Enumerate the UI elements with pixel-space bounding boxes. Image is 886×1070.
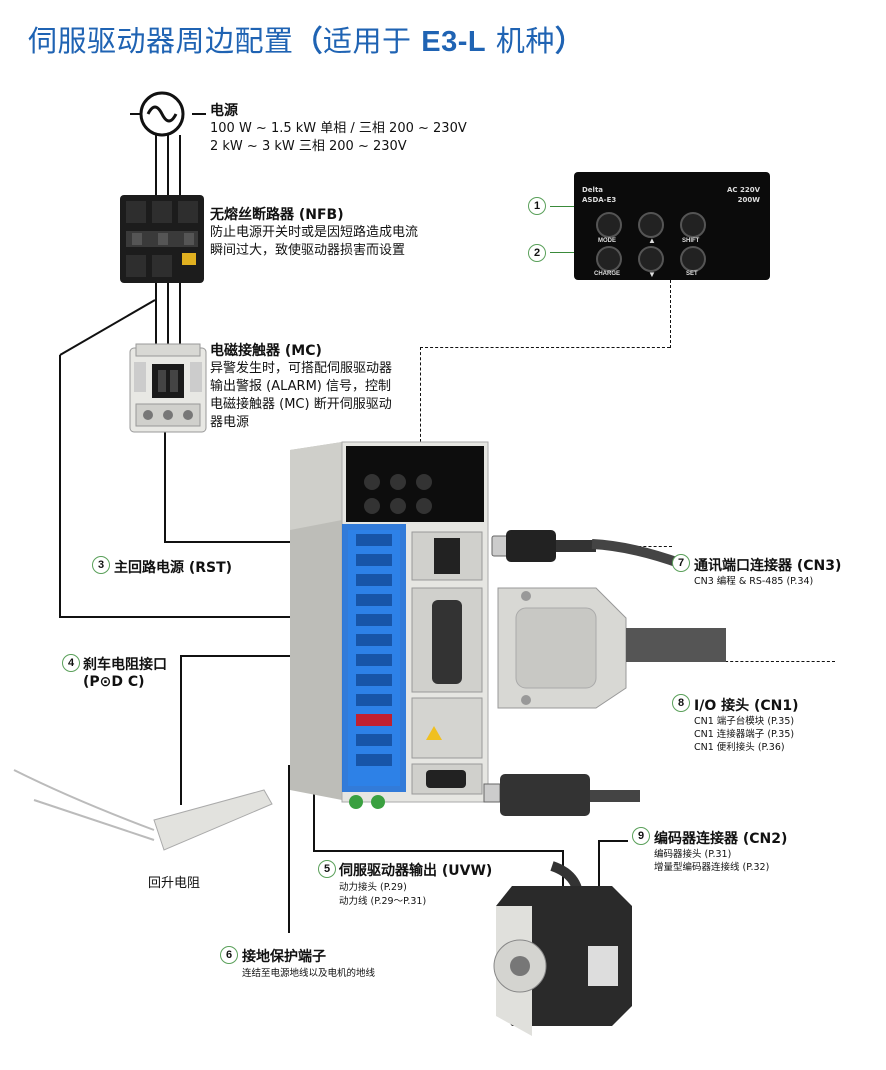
breaker-icon	[120, 195, 204, 283]
contactor-icon	[129, 343, 207, 433]
callout-8: 8	[672, 694, 690, 712]
callout-1: 1	[528, 197, 546, 215]
down-button[interactable]	[638, 246, 664, 272]
charge-indicator	[596, 246, 622, 272]
down-label: ▼	[648, 270, 656, 279]
ground-label: 接地保护端子	[242, 949, 326, 965]
regen-resistor-icon	[13, 769, 273, 851]
mc-label: 电磁接触器 (MC)	[210, 343, 322, 359]
power-line1: 100 W ~ 1.5 kW 单相 / 三相 200 ~ 230V	[210, 121, 467, 136]
mc-line2: 输出警报 (ALARM) 信号，控制	[210, 379, 391, 394]
cn1-sub3: CN1 便利接头 (P.36)	[694, 742, 785, 753]
panel-spec1: AC 220V	[726, 186, 760, 194]
set-button[interactable]	[680, 246, 706, 272]
cn3-connector-icon	[491, 530, 596, 562]
ground-sub1: 连结至电源地线以及电机的地线	[242, 968, 376, 979]
mode-button[interactable]	[596, 212, 622, 238]
cn1-connector-icon	[497, 587, 726, 709]
mc-info: 电磁接触器 (MC) 异警发生时，可搭配伺服驱动器 输出警报 (ALARM) 信…	[210, 340, 392, 432]
cn1-label: I/O 接头 (CN1)	[694, 698, 799, 714]
power-label: 电源	[210, 103, 238, 119]
power-line2: 2 kW ~ 3 kW 三相 200 ~ 230V	[210, 139, 407, 154]
brake-label: 刹车电阻接口	[83, 657, 167, 673]
uvw-sub2: 动力线 (P.29～P.31)	[339, 896, 427, 907]
callout-3: 3	[92, 556, 110, 574]
nfb-label: 无熔丝断路器 (NFB)	[210, 207, 344, 223]
panel-brand: Delta	[582, 186, 604, 194]
mc-line3: 电磁接触器 (MC) 断开伺服驱动	[210, 397, 392, 412]
charge-label: CHARGE	[594, 271, 621, 277]
cn1-sub2: CN1 连接器端子 (P.35)	[694, 729, 795, 740]
cn3-label: 通讯端口连接器 (CN3)	[694, 558, 842, 574]
cn3-cable	[591, 539, 684, 569]
callout-9: 9	[632, 827, 650, 845]
nfb-line1: 防止电源开关时或是因短路造成电流	[210, 225, 419, 240]
cn3-sub1: CN3 编程 & RS-485 (P.34)	[694, 576, 814, 587]
uvw-sub1: 动力接头 (P.29)	[339, 882, 407, 893]
cn2-label: 编码器连接器 (CN2)	[654, 831, 788, 847]
callout-7: 7	[672, 554, 690, 572]
mc-line1: 异警发生时，可搭配伺服驱动器	[210, 361, 393, 376]
mode-label: MODE	[598, 238, 616, 244]
up-button[interactable]	[638, 212, 664, 238]
cn2-connector-icon	[483, 774, 640, 816]
callout-2: 2	[528, 244, 546, 262]
page-title: 伺服驱动器周边配置（适用于 E3-L 机种）	[28, 24, 585, 58]
shift-button[interactable]	[680, 212, 706, 238]
callout-6: 6	[220, 946, 238, 964]
uvw-label: 伺服驱动器输出 (UVW)	[339, 863, 493, 879]
servo-motor-icon	[493, 861, 632, 1036]
set-label: SET	[686, 271, 698, 277]
cn2-sub2: 增量型编码器连接线 (P.32)	[654, 862, 770, 873]
cn1-sub1: CN1 端子台模块 (P.35)	[694, 716, 795, 727]
panel-model: ASDA-E3	[582, 196, 617, 204]
keypad-panel: Delta ASDA-E3 AC 220V 200W MODE ▲ SHIFT …	[574, 172, 770, 280]
callout-4: 4	[62, 654, 80, 672]
servo-drive-icon	[290, 441, 489, 809]
panel-spec2: 200W	[737, 196, 760, 204]
nfb-line2: 瞬间过大，致使驱动器损害而设置	[210, 243, 406, 258]
shift-label: SHIFT	[682, 238, 700, 244]
mc-line4: 器电源	[210, 415, 250, 430]
nfb-info: 无熔丝断路器 (NFB) 防止电源开关时或是因短路造成电流 瞬间过大，致使驱动器…	[210, 204, 418, 260]
cn2-sub1: 编码器接头 (P.31)	[654, 849, 732, 860]
ac-source-icon	[139, 91, 185, 137]
power-info: 电源 100 W ~ 1.5 kW 单相 / 三相 200 ~ 230V 2 k…	[210, 100, 467, 156]
up-label: ▲	[648, 236, 656, 245]
callout-5: 5	[318, 860, 336, 878]
brake-terminals: (P⊙D C)	[83, 674, 145, 690]
regen-label: 回升电阻	[148, 876, 201, 891]
rst-label: 主回路电源 (RST)	[114, 560, 233, 576]
